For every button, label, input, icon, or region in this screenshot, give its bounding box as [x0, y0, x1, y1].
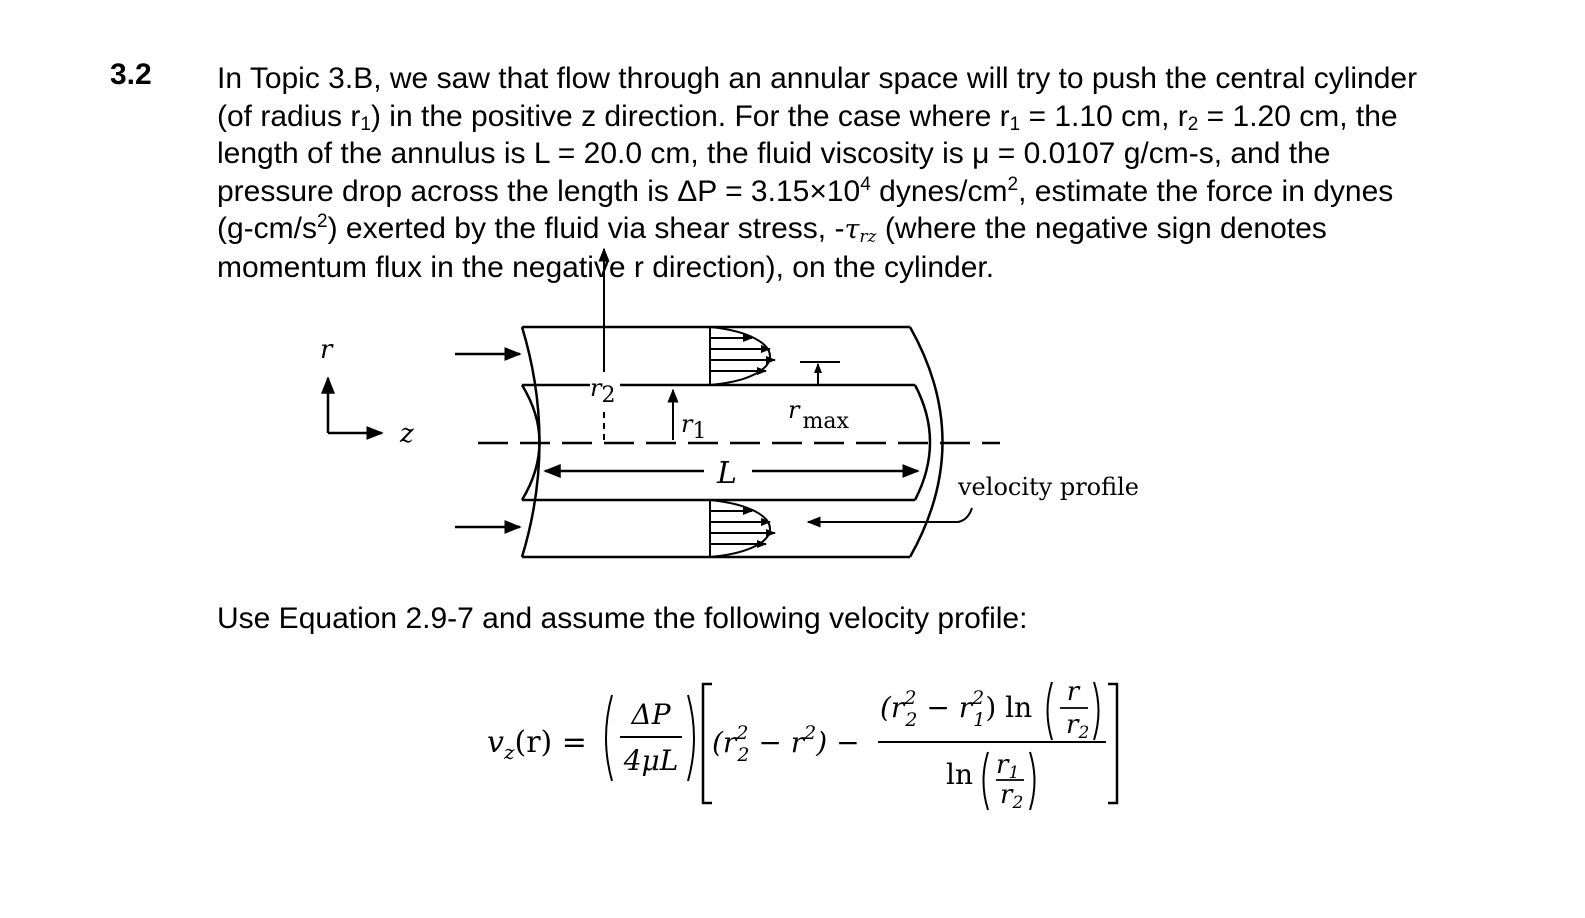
eq-num-frac-sub: 2 — [1077, 723, 1089, 743]
velocity-profile-top — [709, 326, 776, 386]
eq-den-frac-sub2: 2 — [1011, 793, 1023, 813]
instruction-text: Use Equation 2.9-7 and assume the follow… — [217, 602, 1028, 635]
r1-subscript: 1 — [692, 419, 706, 444]
r2-letter: r — [590, 374, 603, 402]
velocity-profile-leader — [806, 507, 973, 528]
eq-num-open: (r — [880, 691, 906, 724]
axis-indicator — [321, 376, 384, 440]
rmax-dimension — [800, 361, 840, 385]
text-span: dynes/cm — [870, 174, 1008, 208]
text-span: (g-cm/s — [217, 212, 317, 245]
eq-num-frac-r: r — [1066, 710, 1080, 740]
eq-num-ln: ) ln — [985, 691, 1032, 724]
denominator-ln: ln — [946, 758, 973, 791]
problem-line-2: (of radius r1) in the positive z directi… — [217, 98, 1498, 136]
text-span: , estimate the force in dynes — [1018, 174, 1394, 208]
eq-den-frac-r1: r — [996, 750, 1010, 780]
eq-term1-close: ) − — [815, 726, 859, 759]
tau-glyph: τ — [844, 214, 860, 245]
text-span: = 1.10 cm, r — [1020, 99, 1188, 133]
rmax-letter: r — [788, 396, 801, 424]
problem-line-1: In Topic 3.B, we saw that flow through a… — [217, 62, 1418, 95]
eq-v-subscript: z — [503, 740, 515, 764]
eq-term1-sup: 2 — [735, 722, 748, 744]
eq-num-sub-a: 2 — [904, 709, 917, 731]
superscript: 2 — [317, 211, 328, 232]
subscript: 1 — [1009, 113, 1021, 135]
eq-v: v — [487, 725, 504, 760]
num-paren-left — [1046, 681, 1053, 741]
eq-den-frac-r2: r — [1000, 780, 1014, 810]
problem-line-4: pressure drop across the length is ΔP = … — [217, 173, 1498, 211]
den-frac-denominator: r2 — [1000, 780, 1023, 813]
eq-num-sup-a: 2 — [903, 687, 916, 709]
eq-term1-open: (r — [712, 726, 738, 759]
problem-statement: In Topic 3.B, we saw that flow through a… — [217, 60, 1498, 286]
superscript: 2 — [1007, 173, 1019, 195]
text-span: pressure drop across the length is ΔP = … — [217, 174, 861, 208]
eq-num-sup-b: 2 — [971, 687, 984, 709]
r2-label: r2 — [590, 374, 615, 408]
tau-subscript: rz — [859, 227, 877, 247]
frac1-denominator: 4μL — [623, 744, 679, 777]
eq-term1-sub: 2 — [736, 744, 749, 766]
r2-label-bg — [590, 374, 620, 408]
frac1-numerator: ΔP — [630, 698, 671, 731]
axis-r-label: r — [320, 335, 334, 365]
r1-label: r1 — [681, 410, 706, 444]
right-bracket — [1108, 682, 1119, 805]
text-span: ) exerted by the fluid via shear stress,… — [327, 212, 845, 245]
problem-number: 3.2 — [110, 58, 152, 91]
text-span: ) in the positive z direction. For the c… — [370, 99, 1010, 133]
den-frac-numerator: r1 — [996, 750, 1019, 783]
den-paren-left — [982, 751, 989, 811]
text-span: = 1.20 cm, the — [1198, 99, 1398, 133]
num-frac-numerator: r — [1067, 677, 1081, 707]
right-paren-1 — [687, 694, 695, 782]
problem-line-5: (g-cm/s2) exerted by the fluid via shear… — [217, 210, 1498, 249]
eq-num-sub-b: 1 — [973, 709, 985, 731]
superscript: 4 — [860, 173, 871, 195]
velocity-profile-label: velocity profile — [957, 473, 1139, 501]
subscript: 1 — [360, 113, 371, 135]
eq-lhs-arg: (r) = — [515, 725, 587, 760]
left-bracket — [701, 682, 712, 805]
eq-term1-sup2: 2 — [803, 722, 816, 744]
rmax-subscript: max — [802, 409, 849, 434]
eq-den-frac-sub1: 1 — [1008, 763, 1019, 783]
text-span: (of radius r — [217, 99, 361, 133]
r2-subscript: 2 — [601, 383, 615, 408]
eq-num-minus-r: − r — [918, 691, 974, 724]
num-frac-denominator: r2 — [1066, 710, 1089, 743]
left-paren-1 — [605, 694, 613, 782]
eq-term1-minus-r: − r — [750, 726, 806, 759]
equation-lhs: vz(r) = — [487, 725, 587, 764]
problem-line-3: length of the annulus is L = 20.0 cm, th… — [217, 137, 1331, 170]
subscript: 2 — [1187, 113, 1199, 135]
text-span: (where the negative sign denotes — [876, 212, 1327, 245]
den-paren-right — [1029, 751, 1036, 811]
tau-symbol: τrz — [844, 214, 877, 247]
length-label: L — [716, 456, 737, 491]
axis-z-label: z — [399, 419, 414, 449]
num-paren-right — [1093, 681, 1100, 741]
velocity-profile-bottom — [709, 499, 776, 558]
r1-letter: r — [681, 410, 694, 438]
